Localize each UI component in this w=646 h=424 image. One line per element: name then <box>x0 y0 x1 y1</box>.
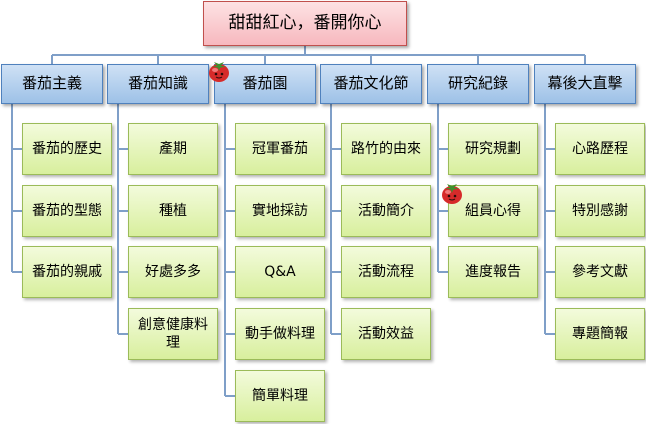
item-label: 創意健康料理 <box>138 316 208 351</box>
item-special-thanks[interactable]: 特別感謝 <box>555 185 645 237</box>
item-label: 番茄的型態 <box>32 202 102 219</box>
category-label: 番茄主義 <box>21 74 82 93</box>
item-label: 番茄的親戚 <box>32 263 102 280</box>
item-event-intro[interactable]: 活動簡介 <box>341 185 431 237</box>
item-label: 產期 <box>159 140 187 157</box>
item-journey[interactable]: 心路歷程 <box>555 123 645 175</box>
item-label: 參考文獻 <box>572 263 628 280</box>
item-label: 番茄的歷史 <box>32 140 102 157</box>
item-label: 路竹的由來 <box>351 140 421 157</box>
category-label: 番茄知識 <box>127 74 188 93</box>
item-label: 特別感謝 <box>572 202 628 219</box>
item-label: Q&A <box>264 263 296 280</box>
tomato-icon <box>209 62 229 82</box>
item-field-interview[interactable]: 實地採訪 <box>235 185 325 237</box>
item-label: 活動流程 <box>358 263 414 280</box>
item-progress-report[interactable]: 進度報告 <box>448 246 538 298</box>
item-tomato-history[interactable]: 番茄的歷史 <box>22 123 112 175</box>
root-title: 甜甜紅心，番開你心 <box>228 13 382 34</box>
root-title-box[interactable]: 甜甜紅心，番開你心 <box>203 1 407 46</box>
item-label: 實地採訪 <box>252 202 308 219</box>
category-label: 番茄園 <box>242 74 288 93</box>
item-label: 動手做料理 <box>245 325 315 342</box>
item-event-benefits[interactable]: 活動效益 <box>341 308 431 360</box>
item-tomato-relatives[interactable]: 番茄的親戚 <box>22 246 112 298</box>
item-planting[interactable]: 種植 <box>128 185 218 237</box>
item-diy-cooking[interactable]: 動手做料理 <box>235 308 325 360</box>
item-label: 冠軍番茄 <box>252 140 308 157</box>
item-champion-tomato[interactable]: 冠軍番茄 <box>235 123 325 175</box>
item-research-plan[interactable]: 研究規劃 <box>448 123 538 175</box>
item-member-reflections[interactable]: 組員心得 <box>448 185 538 237</box>
category-label: 番茄文化節 <box>333 74 409 93</box>
item-project-presentation[interactable]: 專題簡報 <box>555 308 645 360</box>
category-tomato-garden[interactable]: 番茄園 <box>214 64 316 104</box>
category-label: 幕後大直擊 <box>547 74 623 93</box>
item-simple-cooking[interactable]: 簡單料理 <box>235 370 325 422</box>
item-label: 組員心得 <box>465 202 521 219</box>
item-creative-recipes[interactable]: 創意健康料理 <box>128 308 218 360</box>
item-label: 好處多多 <box>145 263 201 280</box>
item-label: 種植 <box>159 202 187 219</box>
item-qa[interactable]: Q&A <box>235 246 325 298</box>
item-event-process[interactable]: 活動流程 <box>341 246 431 298</box>
item-season[interactable]: 產期 <box>128 123 218 175</box>
item-tomato-forms[interactable]: 番茄的型態 <box>22 185 112 237</box>
category-tomato-knowledge[interactable]: 番茄知識 <box>107 64 209 104</box>
category-behind-the-scenes[interactable]: 幕後大直擊 <box>534 64 636 104</box>
item-benefits[interactable]: 好處多多 <box>128 246 218 298</box>
item-label: 研究規劃 <box>465 140 521 157</box>
item-label: 專題簡報 <box>572 325 628 342</box>
item-label: 活動效益 <box>358 325 414 342</box>
category-label: 研究紀錄 <box>447 74 508 93</box>
tomato-icon <box>442 184 462 204</box>
item-label: 心路歷程 <box>572 140 628 157</box>
item-label: 進度報告 <box>465 263 521 280</box>
item-label: 活動簡介 <box>358 202 414 219</box>
category-tomato-festival[interactable]: 番茄文化節 <box>320 64 422 104</box>
item-references[interactable]: 參考文獻 <box>555 246 645 298</box>
item-luzhu-origin[interactable]: 路竹的由來 <box>341 123 431 175</box>
category-tomato-doctrine[interactable]: 番茄主義 <box>1 64 103 104</box>
item-label: 簡單料理 <box>252 387 308 404</box>
category-research-records[interactable]: 研究紀錄 <box>427 64 529 104</box>
